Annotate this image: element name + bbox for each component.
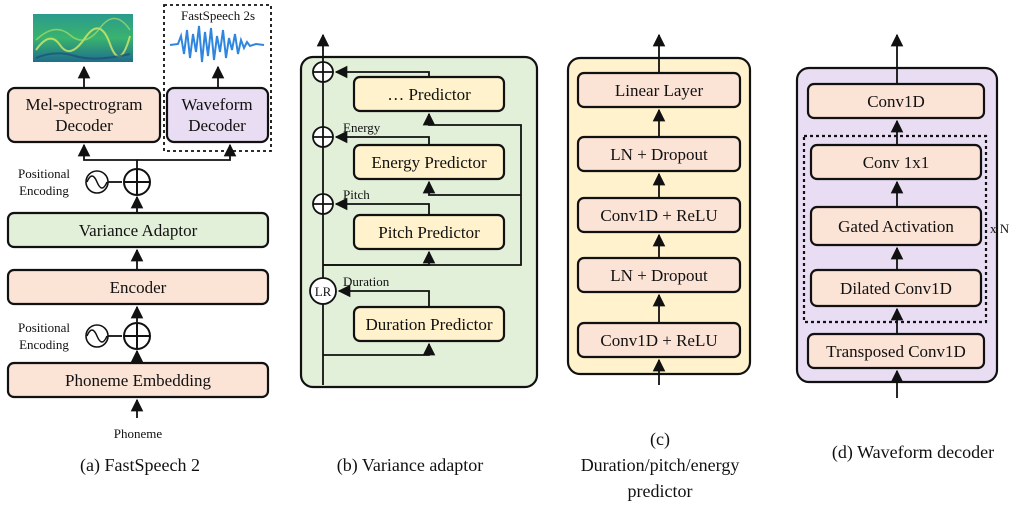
lr-label: LR	[315, 284, 332, 299]
ln-dropout-box	[576, 135, 742, 173]
linear-layer-label: Linear Layer	[615, 81, 704, 100]
sine-icon	[85, 324, 109, 348]
conv1d-label: Conv1D	[867, 92, 925, 111]
caption-b: (b) Variance adaptor	[337, 455, 484, 476]
conv1d-relu-label: Conv1D + ReLU	[600, 206, 717, 225]
pos-enc-bottom-line1: Positional	[18, 320, 70, 335]
waveform-icon	[169, 25, 265, 63]
sine-icon	[85, 170, 109, 194]
encoder-label: Encoder	[110, 278, 167, 297]
waveform-decoder-line2: Decoder	[188, 116, 246, 135]
duration-label: Duration	[343, 274, 390, 289]
variance-adaptor-box	[6, 211, 270, 249]
fastspeech2s-label: FastSpeech 2s	[181, 8, 255, 23]
ln-dropout-box	[576, 256, 742, 294]
gated-activation-label: Gated Activation	[838, 217, 954, 236]
panel-predictor: Linear Layer LN + Dropout Conv1D + ReLU …	[566, 33, 752, 501]
phoneme-input-label: Phoneme	[114, 426, 163, 441]
panel-waveform-decoder: Conv1D x N Conv 1x1 Gated Activation Dil…	[795, 33, 1010, 463]
plus-circle-icon	[312, 61, 334, 83]
linear-layer-box	[576, 71, 742, 109]
mel-decoder-line1: Mel-spectrogram	[25, 95, 142, 114]
caption-c-line1: (c)	[650, 429, 670, 450]
plus-circle-icon	[123, 322, 151, 350]
fastspeech2s-dashed-box	[163, 4, 272, 152]
conv1x1-label: Conv 1x1	[863, 153, 930, 172]
mel-spectrogram-decoder-box	[6, 86, 162, 144]
pitch-predictor-label: Pitch Predictor	[378, 223, 480, 242]
conv1d-relu-label: Conv1D + ReLU	[600, 331, 717, 350]
conv1d-relu-box	[576, 321, 742, 359]
gated-activation-box	[809, 205, 983, 247]
pos-enc-top-line1: Positional	[18, 166, 70, 181]
encoder-box	[6, 268, 270, 306]
caption-c-line3: predictor	[628, 481, 693, 501]
waveform-decoder-box	[165, 86, 270, 144]
plus-circle-icon	[312, 126, 334, 148]
energy-label: Energy	[343, 120, 381, 135]
conv1d-box	[806, 82, 986, 120]
caption-c-line2: Duration/pitch/energy	[581, 455, 740, 475]
ln-dropout-label: LN + Dropout	[610, 145, 708, 164]
repeat-label: x N	[990, 221, 1010, 236]
spectrogram-icon	[33, 14, 133, 62]
mel-decoder-line2: Decoder	[55, 116, 113, 135]
repeat-block-dashed	[802, 134, 988, 324]
length-regulator-node: LR	[309, 277, 337, 305]
dilated-conv1d-box	[809, 268, 983, 308]
other-predictor-label: … Predictor	[387, 85, 471, 104]
caption-a: (a) FastSpeech 2	[80, 455, 200, 476]
pos-enc-bottom-line2: Encoding	[19, 337, 69, 352]
waveform-decoder-line1: Waveform	[181, 95, 252, 114]
energy-predictor-label: Energy Predictor	[371, 153, 487, 172]
panel-fastspeech2: FastSpeech 2s Mel-spectrogram Decoder Wa…	[6, 4, 272, 476]
variance-adaptor-label: Variance Adaptor	[79, 221, 198, 240]
duration-predictor-label: Duration Predictor	[366, 315, 493, 334]
phoneme-embedding-box	[6, 361, 270, 399]
panel-variance-adaptor: … Predictor Energy Predictor Pitch Predi…	[299, 33, 539, 476]
pitch-label: Pitch	[343, 187, 370, 202]
conv1d-relu-box	[576, 196, 742, 234]
plus-circle-icon	[312, 193, 334, 215]
pos-enc-top-line2: Encoding	[19, 183, 69, 198]
caption-d: (d) Waveform decoder	[832, 442, 994, 463]
conv1x1-box	[809, 143, 983, 181]
phoneme-embedding-label: Phoneme Embedding	[65, 371, 211, 390]
ln-dropout-label: LN + Dropout	[610, 266, 708, 285]
dilated-conv1d-label: Dilated Conv1D	[840, 279, 952, 298]
transposed-conv1d-label: Transposed Conv1D	[826, 342, 966, 361]
transposed-conv1d-box	[806, 332, 986, 370]
plus-circle-icon	[123, 168, 151, 196]
